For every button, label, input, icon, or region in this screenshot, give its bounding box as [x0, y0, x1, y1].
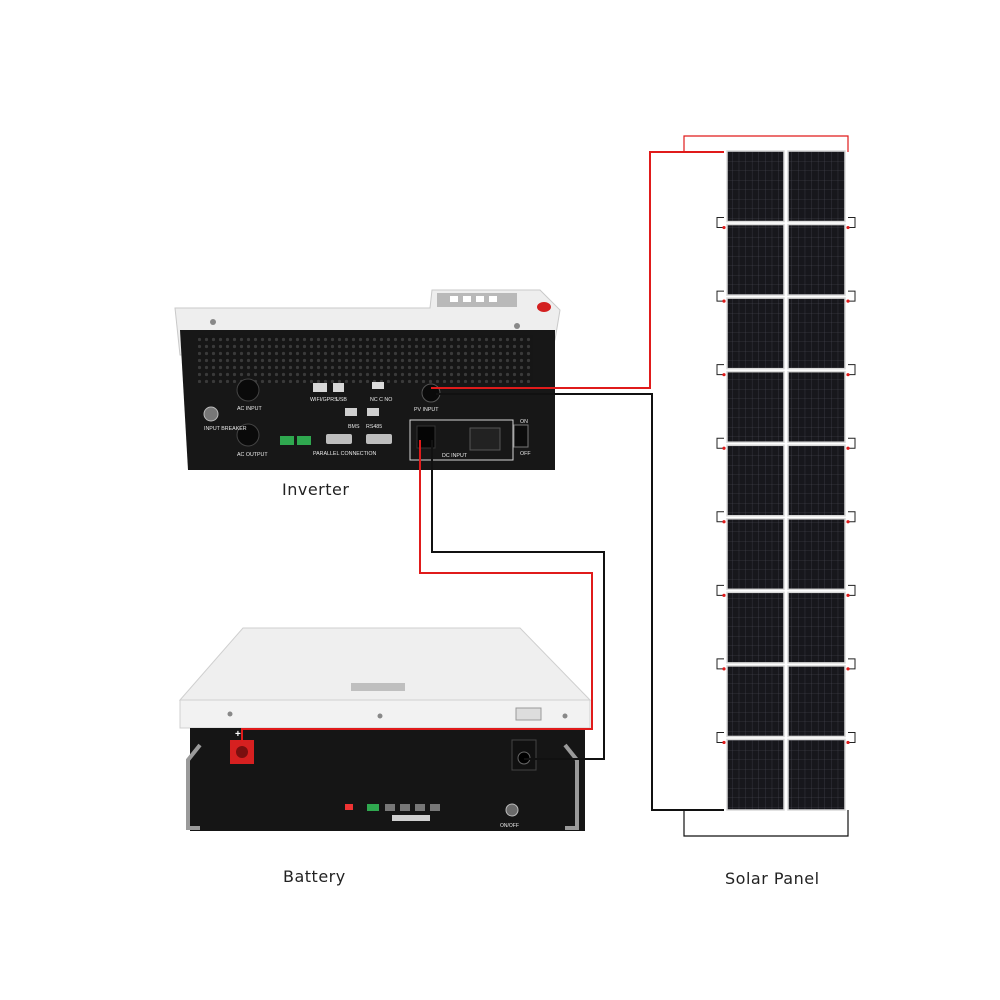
inverter-unit [174, 289, 561, 470]
series-jumper-left [716, 511, 724, 523]
series-jumper-right [848, 364, 856, 376]
positive-terminal-dot [846, 373, 850, 377]
series-jumper-right [848, 658, 856, 670]
series-jumper-left [716, 658, 724, 670]
bottom-jumper-wire [683, 809, 849, 837]
series-jumper-left [716, 217, 724, 229]
positive-terminal-dot [722, 446, 726, 450]
bms-label: BMS [348, 424, 360, 430]
battery-on-off-label: ON/OFF [500, 823, 519, 829]
positive-terminal-dot [722, 520, 726, 524]
solar-panel-module [787, 665, 846, 738]
top-jumper-wire [683, 135, 849, 153]
solar-panel-module [726, 150, 785, 223]
series-jumper-right [848, 217, 856, 229]
solar-panel-module [787, 591, 846, 664]
solar-panel-module [787, 738, 846, 811]
series-jumper-left [716, 364, 724, 376]
solar-panel-module [726, 738, 785, 811]
parallel-connection-label: PARALLEL CONNECTION [313, 451, 376, 457]
solar-panel-caption: Solar Panel [725, 869, 820, 888]
solar-panel-module [726, 223, 785, 296]
solar-panel-module [787, 150, 846, 223]
series-jumper-left [716, 437, 724, 449]
battery-unit [178, 627, 592, 831]
solar-panel-module [787, 370, 846, 443]
rs485-label: RS485 [366, 424, 382, 430]
positive-terminal-dot [722, 667, 726, 671]
positive-terminal-dot [846, 740, 850, 745]
positive-terminal-dot [846, 520, 850, 524]
positive-terminal-dot [722, 593, 726, 597]
solar-panel-module [726, 518, 785, 591]
positive-terminal-dot [722, 225, 726, 230]
ac-input-label: AC INPUT [237, 406, 262, 412]
solar-panel-module [787, 297, 846, 370]
solar-panel-module [787, 444, 846, 517]
positive-terminal-dot [846, 299, 850, 303]
positive-terminal-dot [722, 740, 726, 745]
on-label: ON [520, 419, 528, 425]
solar-panel-module [726, 665, 785, 738]
solar-panel-module [726, 370, 785, 443]
solar-panel-module [726, 444, 785, 517]
input-breaker-label: INPUT BREAKER [204, 426, 247, 432]
off-label: OFF [520, 451, 531, 457]
series-jumper-right [848, 731, 856, 743]
usb-label: USB [336, 397, 347, 403]
series-jumper-right [848, 437, 856, 449]
wifi-gprs-label: WIFI/GPRS [310, 397, 338, 403]
series-jumper-left [716, 584, 724, 596]
pv-input-label: PV INPUT [414, 407, 439, 413]
dc-positive-wire [241, 440, 593, 742]
relay-label: NC C NO [370, 397, 392, 403]
dc-negative-wire [431, 440, 605, 760]
series-jumper-right [848, 290, 856, 302]
solar-array [716, 150, 856, 811]
positive-terminal-dot [722, 299, 726, 303]
series-jumper-left [716, 290, 724, 302]
positive-terminal-dot [846, 225, 850, 230]
series-jumper-right [848, 584, 856, 596]
positive-terminal-dot [846, 593, 850, 597]
inverter-caption: Inverter [282, 480, 350, 499]
solar-panel-module [787, 518, 846, 591]
wiring [241, 135, 849, 837]
ac-output-label: AC OUTPUT [237, 452, 268, 458]
solar-panel-module [726, 591, 785, 664]
solar-panel-module [726, 297, 785, 370]
positive-terminal-dot [722, 373, 726, 377]
dc-input-label: DC INPUT [442, 453, 468, 459]
battery-caption: Battery [283, 867, 346, 886]
solar-panel-module [787, 223, 846, 296]
positive-terminal-dot [846, 667, 850, 671]
battery-plus-sign: + [235, 729, 241, 740]
positive-terminal-dot [846, 446, 850, 450]
series-jumper-right [848, 511, 856, 523]
series-jumper-left [716, 731, 724, 743]
